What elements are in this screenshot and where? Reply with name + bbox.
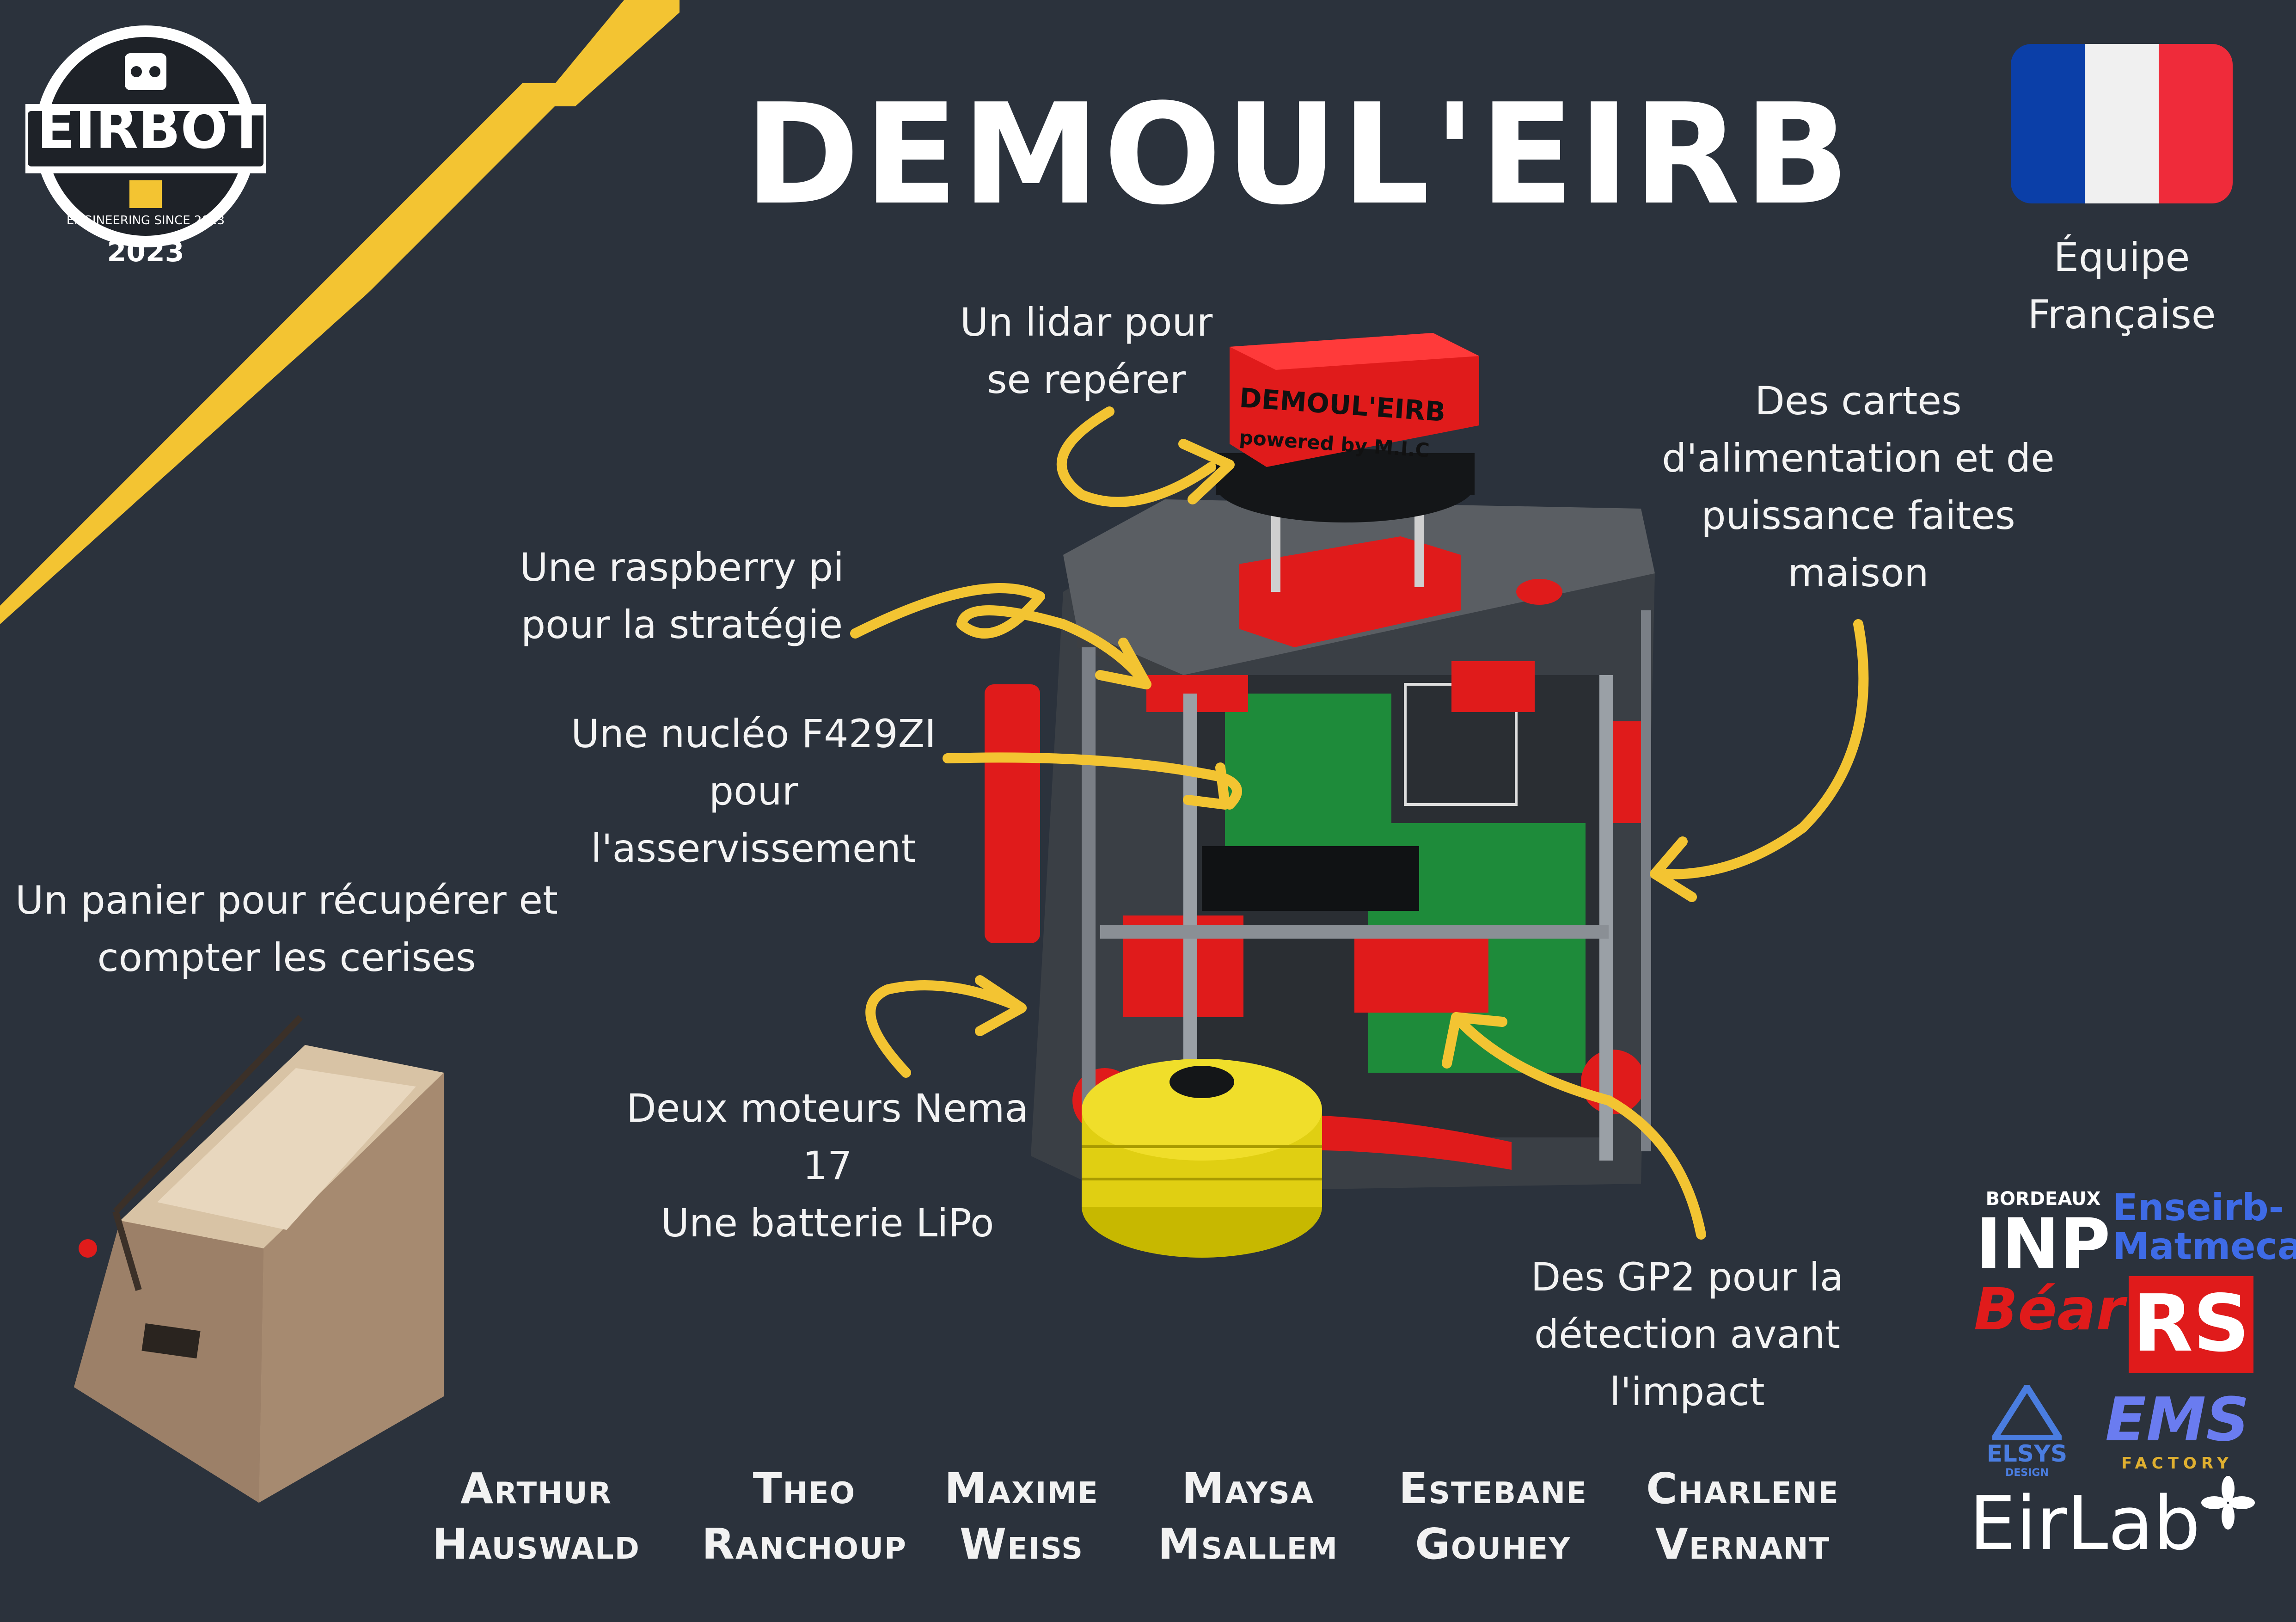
elsys-logo: ELSYS DESIGN bbox=[1986, 1440, 2068, 1479]
rs-logo: RS bbox=[2129, 1276, 2253, 1373]
ems-factory-label: FACTORY bbox=[2121, 1454, 2233, 1473]
logo-name: EIRBOT bbox=[37, 97, 266, 161]
elsys-icon bbox=[1992, 1385, 2062, 1440]
bear-logo: Béar bbox=[1974, 1276, 2125, 1343]
bordeaux-inp-logo: BORDEAUX INP bbox=[1976, 1188, 2111, 1284]
team-country-label: Équipe Française bbox=[2027, 234, 2216, 338]
hazard-stripes bbox=[0, 0, 680, 624]
eirbot-logo: ENGINEERING SINCE 2023 bbox=[25, 25, 266, 247]
enseirb-matmeca-logo: Enseirb-Matmeca bbox=[2112, 1186, 2296, 1268]
ems-logo: EMS bbox=[2105, 1384, 2249, 1455]
svg-text:ENGINEERING SINCE 2023: ENGINEERING SINCE 2023 bbox=[67, 214, 225, 227]
robot-illustration: DEMOUL'EIRB powered by M.I.C bbox=[985, 333, 1655, 1258]
basket-illustration bbox=[74, 1015, 444, 1503]
fan-icon bbox=[2201, 1476, 2255, 1530]
eirlab-logo: EirLab bbox=[1969, 1480, 2201, 1567]
logo-year: 2023 bbox=[107, 236, 184, 268]
page-title: DEMOUL'EIRB bbox=[744, 74, 1854, 235]
france-flag bbox=[2011, 44, 2233, 203]
